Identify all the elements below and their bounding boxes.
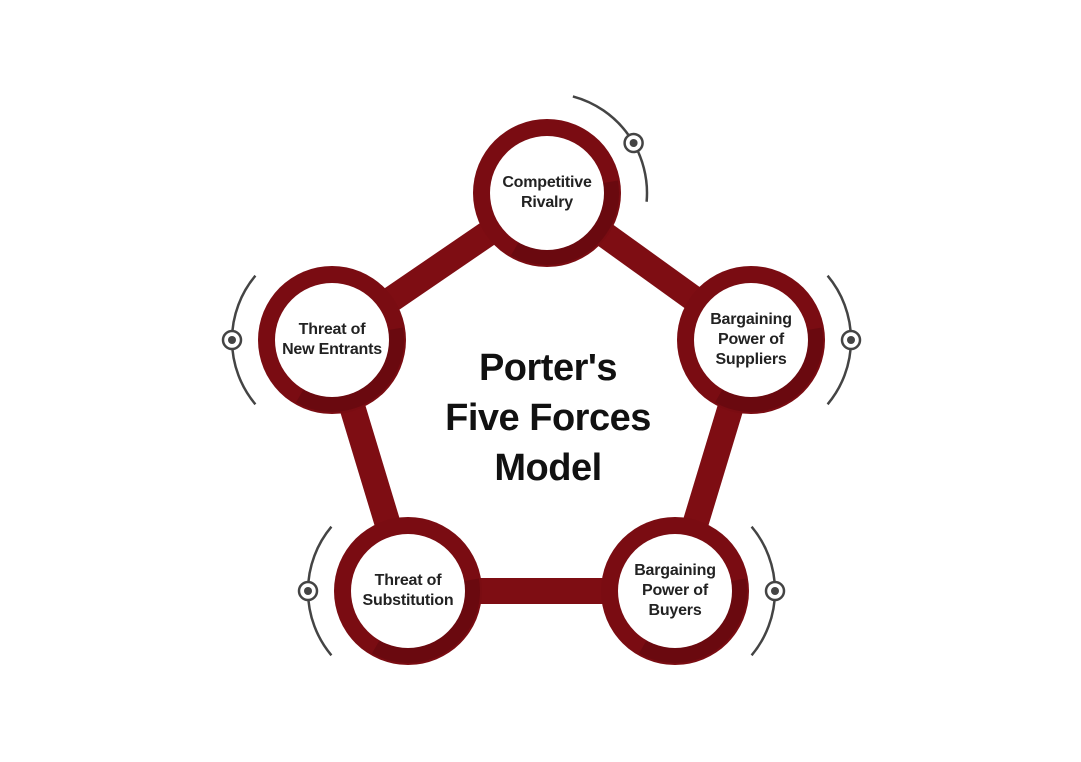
force-label-bargaining-power-of-suppliers: Bargaining Power of Suppliers [681,310,821,370]
diagram-title: Porter's Five Forces Model [398,343,698,493]
force-rings [258,119,825,665]
label-line: Power of [642,582,708,599]
label-line: Rivalry [521,194,573,211]
label-line: Buyers [648,602,702,619]
target-dot-center-icon [771,587,779,595]
target-dot-center-icon [629,139,638,147]
title-line-2: Five Forces [445,397,651,439]
force-ring-threat-of-new-entrants [258,266,406,414]
label-line: Competitive [502,174,592,191]
title-line-1: Porter's [478,347,618,389]
label-line: Substitution [362,592,454,609]
label-line: Threat of [374,572,442,589]
force-ring-bargaining-power-of-buyers [601,517,749,665]
target-dot-center-icon [847,336,855,344]
force-ring-bargaining-power-of-suppliers [677,266,825,414]
target-dot-center-icon [228,336,236,344]
label-line: Threat of [298,321,366,338]
force-label-bargaining-power-of-buyers: Bargaining Power of Buyers [605,561,745,621]
label-line: Suppliers [715,351,787,368]
ring-inner [351,534,465,648]
ring-inner [275,283,389,397]
label-line: New Entrants [282,341,382,358]
decorative-arcs [221,95,862,657]
label-line: Bargaining [634,562,716,579]
force-ring-threat-of-substitution [334,517,482,665]
force-label-competitive-rivalry: Competitive Rivalry [477,173,617,213]
label-line: Power of [718,331,784,348]
title-line-3: Model [494,447,602,489]
target-dot-center-icon [304,587,312,595]
ring-inner [618,534,732,648]
force-label-threat-of-new-entrants: Threat of New Entrants [262,320,402,360]
ring-inner [694,283,808,397]
label-line: Bargaining [710,311,792,328]
force-ring-competitive-rivalry [473,119,621,267]
ring-inner [490,136,604,250]
force-label-threat-of-substitution: Threat of Substitution [338,571,478,611]
